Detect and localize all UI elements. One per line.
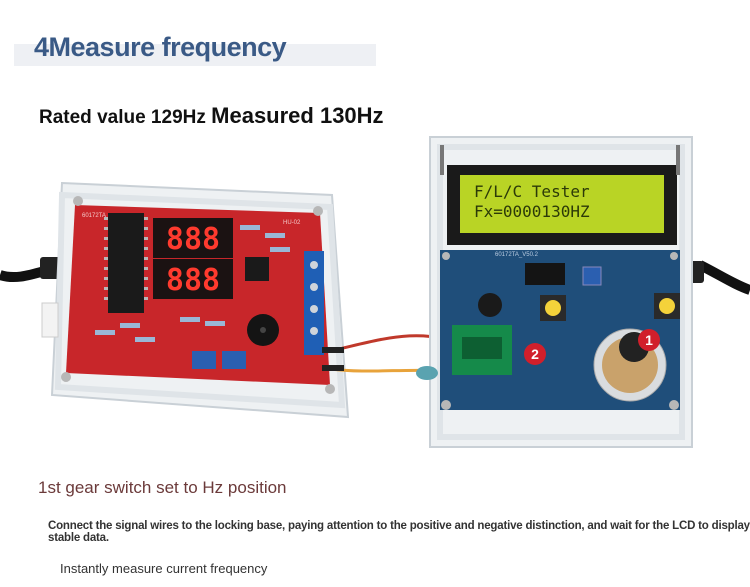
lcd-line-2: Fx=0000130HZ (474, 202, 590, 221)
right-yellow-button-2 (654, 293, 680, 319)
left-trimmer-1 (192, 351, 216, 369)
section-title: 4Measure frequency (34, 32, 287, 63)
left-silk-label: 60172TA (82, 213, 106, 219)
measurement-comparison: Rated value 129Hz Measured 130Hz (39, 103, 384, 129)
instruction-text: Connect the signal wires to the locking … (48, 520, 750, 544)
left-side-label: HU-02 (283, 220, 301, 226)
left-case-screws (61, 196, 335, 394)
section-number: 4 (34, 32, 49, 62)
left-ic-chip (108, 213, 144, 313)
right-power-cable (697, 260, 750, 295)
product-photo: 888 888 60172TA HU-02 (0, 136, 750, 448)
step-caption: 1st gear switch set to Hz position (38, 478, 287, 497)
rated-value-label: Rated value 129Hz (39, 107, 206, 128)
left-display-bottom-digits: 888 (166, 263, 220, 298)
right-ic-chip (525, 263, 565, 285)
left-small-chip (245, 257, 269, 281)
left-display-top-digits: 888 (166, 222, 220, 257)
marker-1: 1 (638, 329, 660, 351)
note-text: Instantly measure current frequency (60, 561, 268, 576)
left-segment-display-top (153, 218, 233, 258)
left-trimmer-2 (222, 351, 246, 369)
right-yellow-button-1 (540, 295, 566, 321)
lcd-screen (460, 175, 664, 233)
marker-1-label: 1 (645, 332, 653, 348)
left-segment-display-bottom (153, 259, 233, 299)
right-trimmer (582, 266, 602, 286)
right-silk-label: 60172TA_V50.2 (495, 252, 539, 258)
left-device: 888 888 60172TA HU-02 (0, 181, 350, 419)
header-band (14, 44, 376, 66)
right-device: F/L/C Tester Fx=0000130HZ 1 2 (416, 136, 750, 448)
right-case-screws (441, 252, 679, 410)
marker-2: 2 (524, 343, 546, 365)
left-resistors (95, 225, 290, 342)
left-screw-terminal (304, 251, 324, 355)
test-component (416, 366, 438, 380)
marker-2-label: 2 (531, 346, 539, 362)
lcd-line-1: F/L/C Tester (474, 182, 590, 201)
measured-value-label: Measured 130Hz (211, 103, 384, 128)
section-title-text: Measure frequency (48, 32, 287, 62)
right-capacitor (478, 293, 502, 317)
left-white-connector (41, 302, 59, 338)
